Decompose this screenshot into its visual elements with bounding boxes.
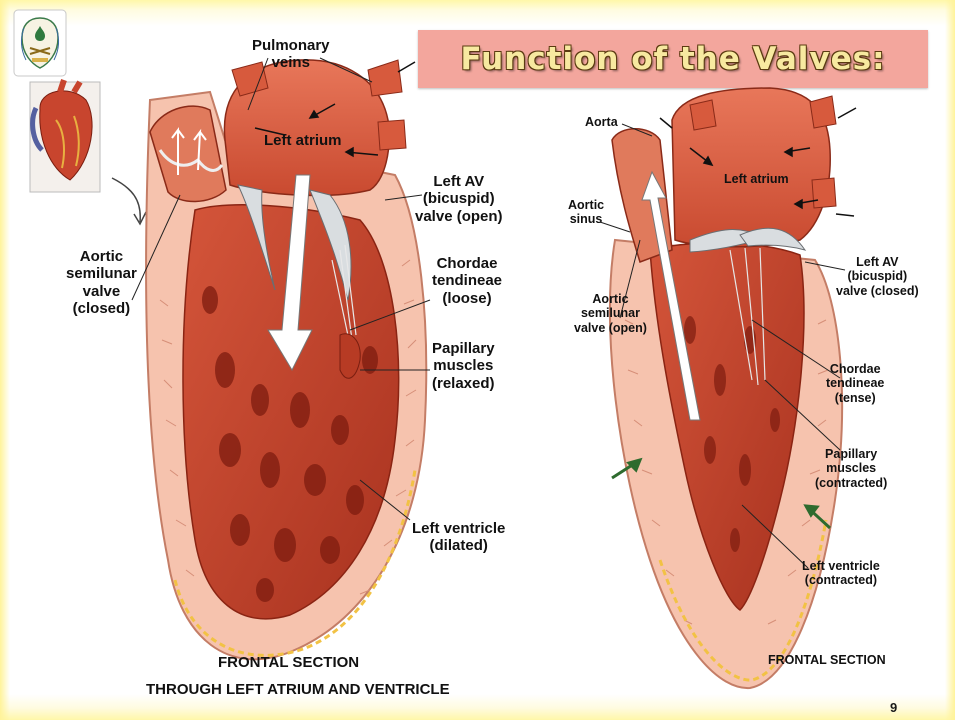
label-chordae-loose: Chordae tendineae (loose) [432,255,502,307]
label-aorta: Aorta [585,115,618,129]
label-frontal-section-right: FRONTAL SECTION [768,653,886,667]
label-section-subtitle: THROUGH LEFT ATRIUM AND VENTRICLE [146,681,450,698]
label-left-av-valve-closed: Left AV (bicuspid) valve (closed) [836,255,919,298]
label-left-av-valve-open: Left AV (bicuspid) valve (open) [415,173,503,225]
label-left-atrium-right: Left atrium [724,172,789,186]
label-left-atrium: Left atrium [264,132,342,149]
label-frontal-section: FRONTAL SECTION [218,654,359,671]
label-aortic-semilunar-open: Aortic semilunar valve (open) [574,292,647,335]
label-papillary-contracted: Papillary muscles (contracted) [815,447,887,490]
label-aortic-semilunar-closed: Aortic semilunar valve (closed) [66,248,137,317]
heart-thumbnail [30,80,146,224]
label-left-ventricle-contracted: Left ventricle (contracted) [802,559,880,588]
label-papillary-relaxed: Papillary muscles (relaxed) [432,340,495,392]
left-heart-diagram [30,58,430,659]
label-aortic-sinus: Aortic sinus [568,198,604,227]
page-number: 9 [890,700,897,715]
label-left-ventricle-dilated: Left ventricle (dilated) [412,520,505,555]
label-chordae-tense: Chordae tendineae (tense) [826,362,884,405]
label-pulmonary-veins: Pulmonary veins [252,37,330,72]
